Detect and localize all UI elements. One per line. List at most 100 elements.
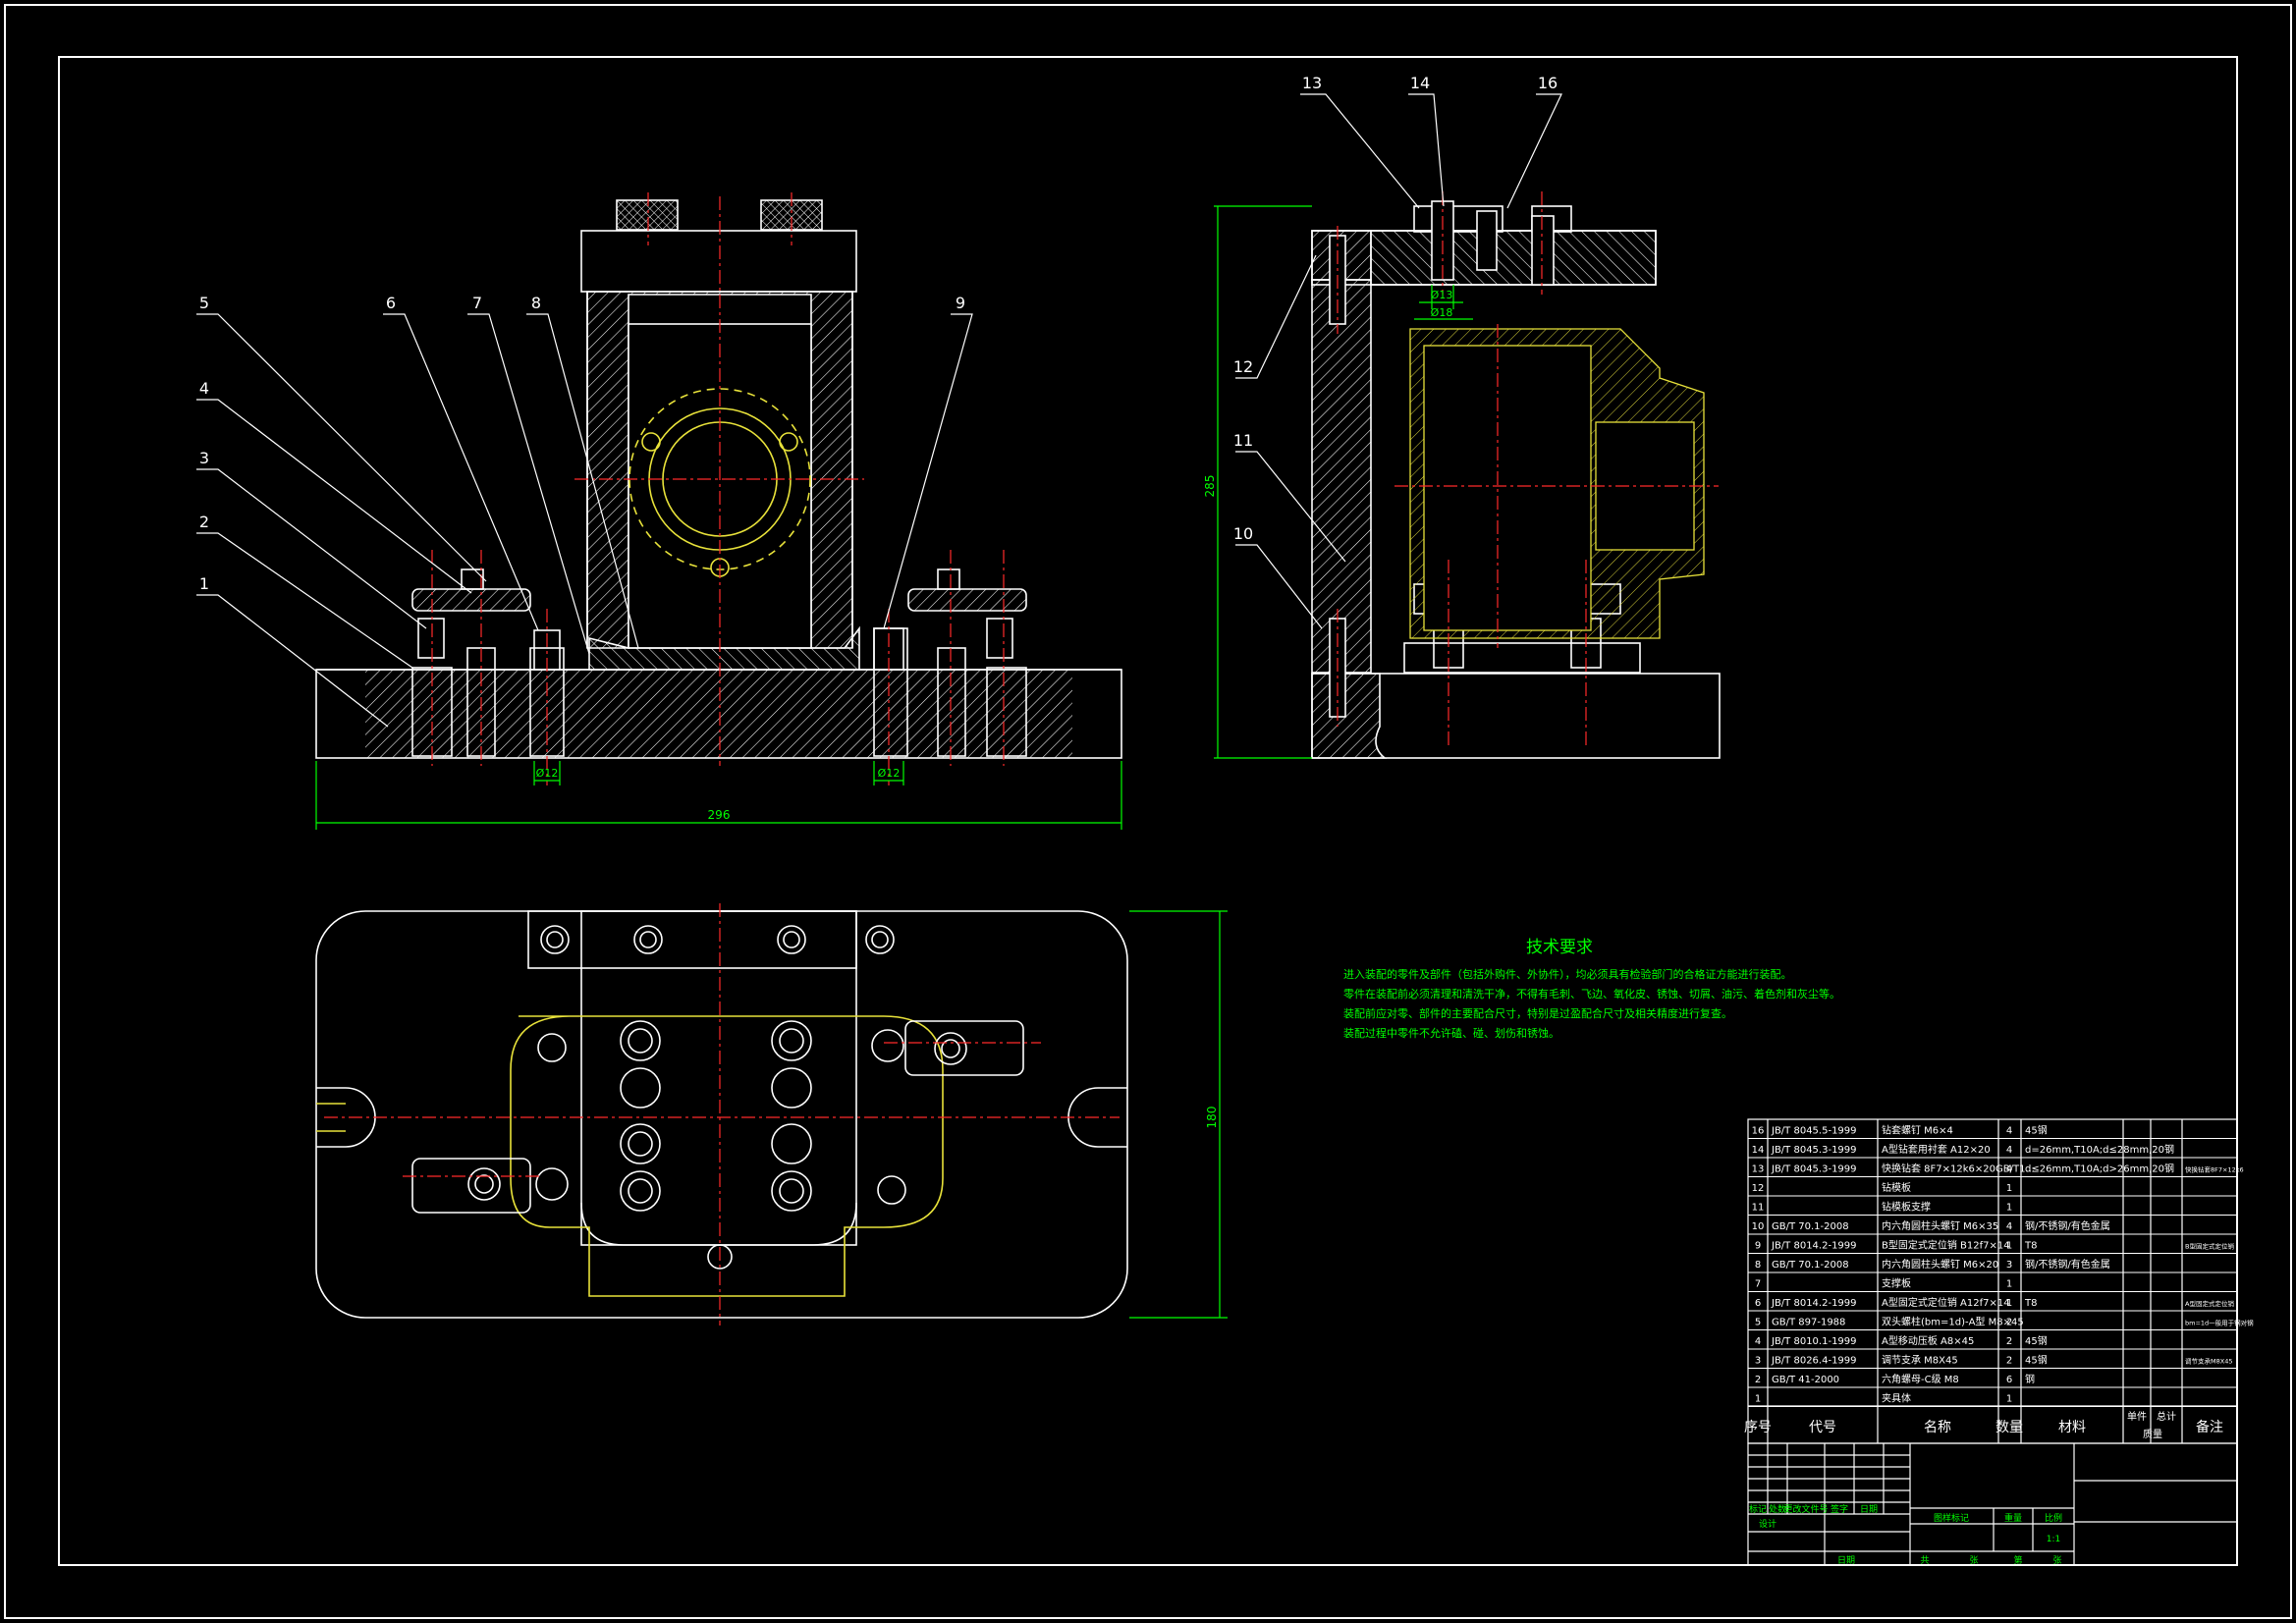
title-block-text: 标记 处数 更改文件号 签字 日期 设计 日期 图样标记 重量 比例 1:1 共… <box>1749 1503 2062 1566</box>
bom-cell-no: 12 <box>1752 1183 1765 1194</box>
bom-cell-qty: 6 <box>2006 1375 2012 1385</box>
bom-cell-note: B型固定式定位销 <box>2185 1242 2234 1251</box>
bom-cell-code: GB/T 41-2000 <box>1772 1375 1839 1385</box>
bom-cell-qty: 1 <box>2006 1241 2012 1252</box>
balloon-5: 5 <box>199 294 209 312</box>
bom-cell-qty: 1 <box>2006 1183 2012 1194</box>
bom-cell-name: 快换钻套 8F7×12k6×20GB/T1... <box>1882 1163 2035 1175</box>
bom-cell-no: 1 <box>1755 1394 1761 1405</box>
bom-cell-mat: d≤26mm,T10A;d>26mm,20钢 <box>2025 1163 2174 1175</box>
plan-view <box>315 910 1128 1319</box>
tech-line-4: 装配过程中零件不允许磕、碰、划伤和锈蚀。 <box>1343 1026 1559 1040</box>
bom-cell-name: A型固定式定位销 A12f7×14 <box>1882 1296 2010 1309</box>
plan-centerlines <box>324 903 1120 1325</box>
balloon-13: 13 <box>1302 74 1322 92</box>
inner-border <box>58 56 2238 1566</box>
bom-cell-name: A型钻套用衬套 A12×20 <box>1882 1143 1991 1156</box>
bom-cell-no: 7 <box>1755 1279 1761 1290</box>
stage-weight: 重量 <box>2004 1512 2022 1524</box>
bom-cell-no: 9 <box>1755 1241 1761 1252</box>
hdr-note: 备注 <box>2196 1419 2223 1435</box>
side-leaders <box>1235 93 1562 629</box>
bom-cell-name: 内六角圆柱头螺钉 M6×20 <box>1882 1258 1998 1271</box>
tech-requirements: 技术要求 进入装配的零件及部件（包括外购件、外协件），均必须具有检验部门的合格证… <box>1343 938 1840 1040</box>
title-block <box>1747 1442 2238 1566</box>
hdr-weight: 质量 <box>2143 1429 2162 1440</box>
balloon-16: 16 <box>1538 74 1558 92</box>
bom-cell-qty: 2 <box>2006 1318 2012 1328</box>
bom-cell-qty: 4 <box>2006 1221 2012 1232</box>
bom-cell-code: JB/T 8010.1-1999 <box>1771 1336 1857 1347</box>
bom-cell-note: 快换钻套8F7×12k6 <box>2185 1165 2244 1174</box>
bom-cell-no: 3 <box>1755 1356 1761 1367</box>
design-label: 设计 <box>1759 1518 1777 1530</box>
bom-cell-mat: d=26mm,T10A;d≤28mm,20钢 <box>2025 1143 2174 1156</box>
bom-cell-no: 10 <box>1752 1221 1765 1232</box>
tech-line-2: 零件在装配前必须清理和清洗干净，不得有毛刺、飞边、氧化皮、锈蚀、切屑、油污、着色… <box>1343 987 1840 1001</box>
bom-cell-code: JB/T 8045.3-1999 <box>1771 1164 1857 1175</box>
bom-cell-name: A型移动压板 A8×45 <box>1882 1334 1974 1347</box>
bom-cell-qty: 4 <box>2006 1145 2012 1156</box>
hdr-qty: 数量 <box>1995 1420 2023 1435</box>
bom-cell-code: GB/T 70.1-2008 <box>1772 1260 1849 1271</box>
bom-cell-qty: 1 <box>2006 1203 2012 1214</box>
hdr-mat: 材料 <box>2058 1420 2086 1435</box>
bom-cell-mat: 45钢 <box>2025 1354 2048 1367</box>
hdr-code: 代号 <box>1809 1420 1836 1435</box>
sheet-total-unit: 张 <box>1969 1555 1978 1566</box>
bom-cell-mat: 钢 <box>2025 1373 2035 1385</box>
plan-dimensions <box>1129 910 1228 1319</box>
outer-border <box>4 4 2292 1619</box>
balloon-2: 2 <box>199 513 209 531</box>
balloon-6: 6 <box>386 294 396 312</box>
front-leaders <box>196 313 973 728</box>
bom-cell-note: bm=1d一般用于钢对钢 <box>2185 1319 2254 1327</box>
dim-front-width: 296 <box>708 808 731 822</box>
bom-cell-no: 5 <box>1755 1318 1761 1328</box>
bom-cell-no: 6 <box>1755 1298 1761 1309</box>
sheet-total: 共 <box>1920 1555 1929 1566</box>
bom-header: 序号 代号 名称 数量 材料 单件 总计 质量 备注 <box>1744 1410 2223 1440</box>
dim-plan-height: 180 <box>1205 1107 1219 1129</box>
bom-cell-qty: 4 <box>2006 1126 2012 1137</box>
bom-cell-no: 4 <box>1755 1336 1761 1347</box>
tech-title: 技术要求 <box>1526 938 1593 957</box>
sheet-no-unit: 张 <box>2052 1555 2061 1566</box>
side-workpiece <box>1409 328 1705 639</box>
side-centerlines <box>1337 191 1719 746</box>
balloon-3: 3 <box>199 449 209 467</box>
tech-line-3: 装配前应对零、部件的主要配合尺寸，特别是过盈配合尺寸及相关精度进行复查。 <box>1343 1006 1732 1020</box>
bom-cell-mat: 45钢 <box>2025 1334 2048 1347</box>
rev-file: 更改文件号 <box>1783 1503 1828 1515</box>
bom-cell-qty: 2 <box>2006 1356 2012 1367</box>
rev-date: 日期 <box>1860 1504 1878 1515</box>
stage-scale: 比例 <box>2045 1512 2062 1524</box>
side-dimensions <box>1214 205 1473 759</box>
balloon-8: 8 <box>531 294 541 312</box>
bom-cell-code: JB/T 8014.2-1999 <box>1771 1298 1857 1309</box>
front-dimensions <box>315 761 1122 830</box>
bom-cell-code: JB/T 8014.2-1999 <box>1771 1241 1857 1252</box>
rev-sign: 签字 <box>1831 1503 1848 1515</box>
bom-cell-name: 调节支承 M8X45 <box>1882 1355 1958 1367</box>
bom-cell-code: GB/T 897-1988 <box>1772 1318 1845 1328</box>
bom-cell-mat: 45钢 <box>2025 1124 2048 1137</box>
bom-cell-mat: T8 <box>2024 1298 2037 1309</box>
balloon-9: 9 <box>956 294 965 312</box>
bom-cell-no: 16 <box>1752 1126 1765 1137</box>
stage-mark: 图样标记 <box>1934 1512 1969 1524</box>
bom-cell-no: 8 <box>1755 1260 1761 1271</box>
bom-cell-name: 夹具体 <box>1882 1392 1911 1405</box>
dim-dia-right: Ø12 <box>878 767 901 780</box>
bom-cell-name: 钻套螺钉 M6×4 <box>1882 1124 1953 1137</box>
bom-cell-note: 调节支承M8X45 <box>2185 1357 2232 1366</box>
bom-cell-no: 11 <box>1752 1203 1765 1214</box>
balloon-11: 11 <box>1233 431 1253 450</box>
front-centerlines <box>431 192 1005 785</box>
dim-bore-a: Ø13 <box>1431 289 1453 301</box>
sheet-no: 第 <box>2013 1554 2022 1566</box>
date-label: 日期 <box>1837 1555 1855 1566</box>
bom-cell-qty: 4 <box>2006 1164 2012 1175</box>
